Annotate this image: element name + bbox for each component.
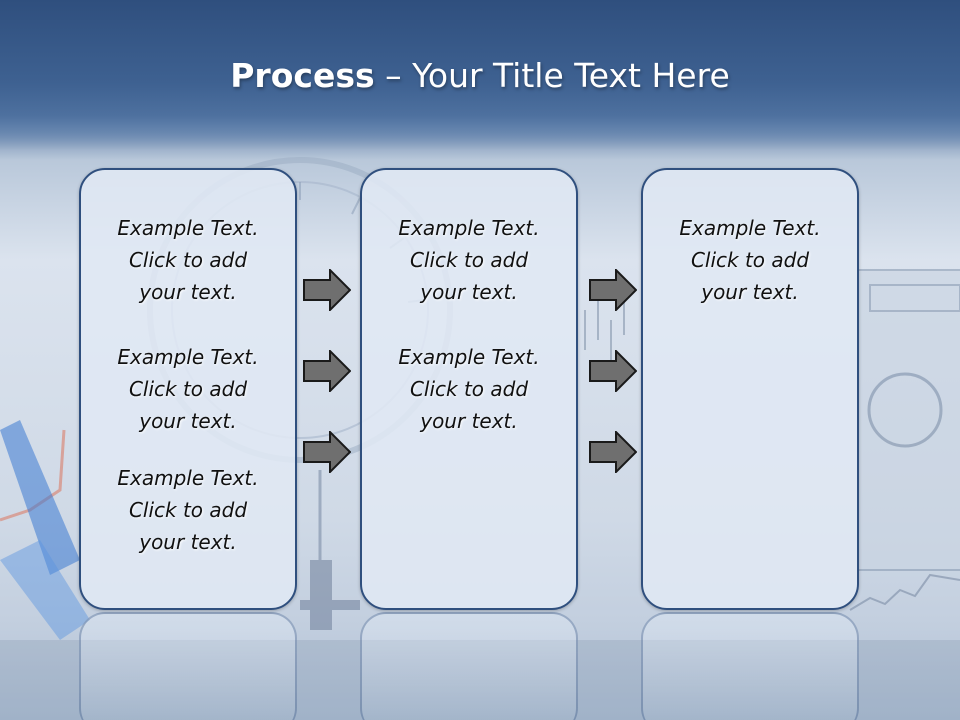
text-line: Click to add	[409, 377, 529, 401]
text-line: Example Text.	[398, 345, 540, 369]
text-line: Example Text.	[398, 216, 540, 240]
text-line: your text.	[139, 530, 237, 554]
text-line: Click to add	[128, 377, 248, 401]
text-block[interactable]: Example Text. Click to add your text.	[362, 212, 576, 308]
text-line: your text.	[420, 280, 518, 304]
text-block[interactable]: Example Text. Click to add your text.	[81, 212, 295, 308]
right-arrow-icon[interactable]	[303, 431, 351, 473]
text-line: Click to add	[409, 248, 529, 272]
right-arrow-icon[interactable]	[589, 269, 637, 311]
process-box-2[interactable]: Example Text. Click to add your text. Ex…	[360, 168, 578, 610]
page-title[interactable]: Process – Your Title Text Here	[0, 52, 960, 100]
text-block[interactable]: Example Text. Click to add your text.	[362, 341, 576, 437]
text-block[interactable]: Example Text. Click to add your text.	[81, 341, 295, 437]
text-line: Example Text.	[117, 216, 259, 240]
text-line: Example Text.	[679, 216, 821, 240]
text-line: Example Text.	[117, 345, 259, 369]
title-rest: – Your Title Text Here	[385, 56, 730, 95]
title-band	[0, 0, 960, 150]
box-reflection	[360, 612, 578, 720]
text-line: your text.	[139, 280, 237, 304]
text-block[interactable]: Example Text. Click to add your text.	[643, 212, 857, 308]
text-line: your text.	[420, 409, 518, 433]
box-reflection	[79, 612, 297, 720]
title-bold-word: Process	[230, 56, 375, 95]
text-line: Click to add	[690, 248, 810, 272]
right-arrow-icon[interactable]	[589, 350, 637, 392]
process-box-1[interactable]: Example Text. Click to add your text. Ex…	[79, 168, 297, 610]
right-arrow-icon[interactable]	[303, 269, 351, 311]
text-line: Example Text.	[117, 466, 259, 490]
right-arrow-icon[interactable]	[303, 350, 351, 392]
text-line: your text.	[701, 280, 799, 304]
box-reflection	[641, 612, 859, 720]
text-block[interactable]: Example Text. Click to add your text.	[81, 462, 295, 558]
right-arrow-icon[interactable]	[589, 431, 637, 473]
text-line: Click to add	[128, 248, 248, 272]
text-line: Click to add	[128, 498, 248, 522]
text-line: your text.	[139, 409, 237, 433]
process-box-3[interactable]: Example Text. Click to add your text.	[641, 168, 859, 610]
